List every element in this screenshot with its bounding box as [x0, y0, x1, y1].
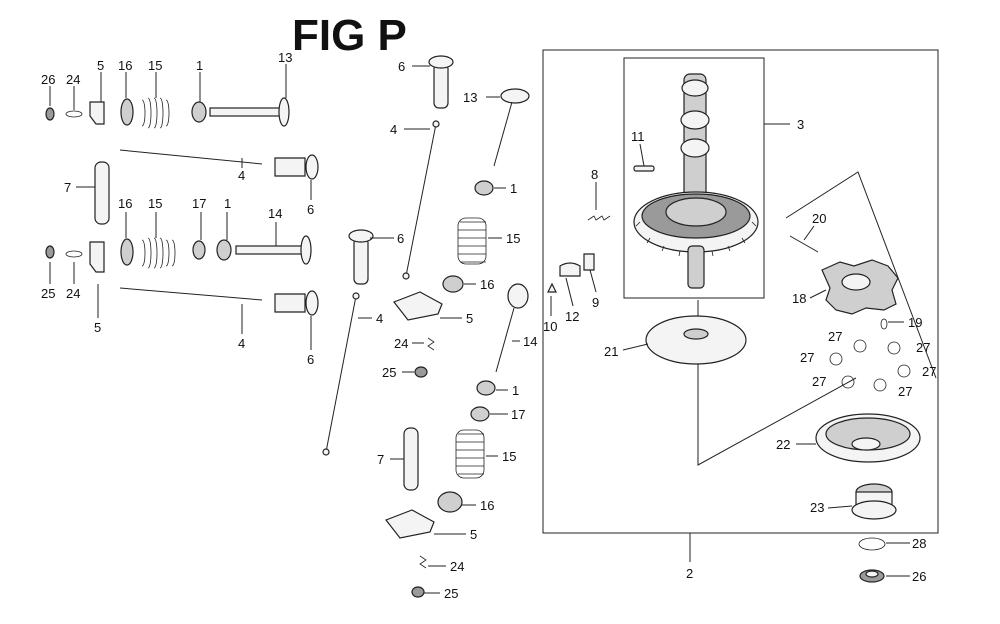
left-row1-parts — [45, 97, 319, 225]
callout-c23: 23 — [810, 500, 824, 515]
valve-spring-15b — [141, 237, 176, 269]
callout-m6: 6 — [398, 59, 405, 74]
seal-1 — [191, 101, 207, 123]
valve-spring-15 — [141, 97, 170, 129]
callout-m24: 24 — [394, 336, 408, 351]
callout-c18: 18 — [792, 291, 806, 306]
valve-stem-14 — [235, 245, 303, 255]
left-row2-parts — [45, 235, 319, 316]
callout-m17: 17 — [511, 407, 525, 422]
callout-1b: 1 — [224, 196, 231, 211]
callout-26: 26 — [41, 72, 55, 87]
callout-c11: 11 — [631, 129, 645, 144]
callout-m1: 1 — [510, 181, 517, 196]
callout-15b: 15 — [148, 196, 162, 211]
nut-25 — [45, 245, 55, 259]
figure-title: FIG P — [292, 11, 407, 60]
callout-5b: 5 — [94, 320, 101, 335]
lifter-6 — [274, 157, 306, 177]
callout-m14: 14 — [523, 334, 537, 349]
callout-c12: 12 — [565, 309, 579, 324]
callout-16b: 16 — [118, 196, 132, 211]
callout-c3: 3 — [797, 117, 804, 132]
callout-c21: 21 — [604, 344, 618, 359]
middle-leader-lines — [358, 65, 520, 594]
callout-c27c: 27 — [812, 374, 826, 389]
lifter-head-6b — [305, 290, 319, 316]
valve-head-13 — [278, 97, 290, 127]
cap-17 — [192, 240, 206, 260]
callout-c26: 26 — [912, 569, 926, 584]
callout-c8: 8 — [591, 167, 598, 182]
camshaft-leader-lines — [550, 143, 910, 577]
callout-13: 13 — [278, 50, 292, 65]
spring-clip-24b — [65, 250, 83, 258]
callout-c22: 22 — [776, 437, 790, 452]
left-leader-lines — [49, 64, 312, 350]
callout-c10: 10 — [543, 319, 557, 334]
callout-4: 4 — [238, 168, 245, 183]
callout-c27e: 27 — [922, 364, 936, 379]
retainer-16 — [120, 98, 134, 126]
middle-parts — [322, 55, 530, 598]
callout-m5: 5 — [466, 311, 473, 326]
callout-m1b: 1 — [512, 383, 519, 398]
callout-c28: 28 — [912, 536, 926, 551]
callout-c27f: 27 — [898, 384, 912, 399]
pushrod-4 — [119, 149, 263, 165]
callout-m4b: 4 — [376, 311, 383, 326]
callout-m25: 25 — [382, 365, 396, 380]
callout-c27a: 27 — [828, 329, 842, 344]
callout-c2: 2 — [686, 566, 693, 581]
callout-m7: 7 — [377, 452, 384, 467]
callout-c19: 19 — [908, 315, 922, 330]
callout-14: 14 — [268, 206, 282, 221]
callout-m15b: 15 — [502, 449, 516, 464]
callout-c9: 9 — [592, 295, 599, 310]
valve-stem-13 — [209, 107, 281, 117]
callout-15: 15 — [148, 58, 162, 73]
left-labels: 26 24 5 16 15 1 13 7 4 6 16 15 17 1 14 2… — [41, 50, 314, 367]
callout-m24b: 24 — [450, 559, 464, 574]
callout-c27d: 27 — [916, 340, 930, 355]
callout-4b: 4 — [238, 336, 245, 351]
rocker-arm-5b — [89, 241, 105, 273]
callout-24b: 24 — [66, 286, 80, 301]
pushrod-4b — [119, 287, 263, 301]
callout-6: 6 — [307, 202, 314, 217]
callout-5: 5 — [97, 58, 104, 73]
callout-17: 17 — [192, 196, 206, 211]
callout-m16b: 16 — [480, 498, 494, 513]
callout-m15: 15 — [506, 231, 520, 246]
callout-7: 7 — [64, 180, 71, 195]
callout-25: 25 — [41, 286, 55, 301]
callout-m4: 4 — [390, 122, 397, 137]
callout-c20: 20 — [812, 211, 826, 226]
lifter-6b — [274, 293, 306, 313]
seal-1b — [216, 239, 232, 261]
callout-24: 24 — [66, 72, 80, 87]
valve-head-14 — [300, 235, 312, 265]
camshaft-parts — [547, 73, 921, 583]
nut-26 — [45, 107, 55, 121]
callout-1: 1 — [196, 58, 203, 73]
callout-m5b: 5 — [470, 527, 477, 542]
lifter-head-6 — [305, 154, 319, 180]
callout-m13: 13 — [463, 90, 477, 105]
middle-labels: 6 4 13 1 15 6 16 4 5 24 25 14 1 17 15 7 … — [376, 59, 537, 601]
spring-clip-24 — [65, 110, 83, 118]
callout-16: 16 — [118, 58, 132, 73]
callout-m16: 16 — [480, 277, 494, 292]
retainer-16b — [120, 238, 134, 266]
callout-c27b: 27 — [800, 350, 814, 365]
callout-m25b: 25 — [444, 586, 458, 601]
rocker-arm-5 — [89, 101, 105, 125]
callout-6b: 6 — [307, 352, 314, 367]
camshaft-labels: 8 11 3 10 12 9 21 20 18 19 27 27 27 27 2… — [543, 117, 936, 584]
pin-7 — [94, 161, 110, 225]
callout-m6b: 6 — [397, 231, 404, 246]
